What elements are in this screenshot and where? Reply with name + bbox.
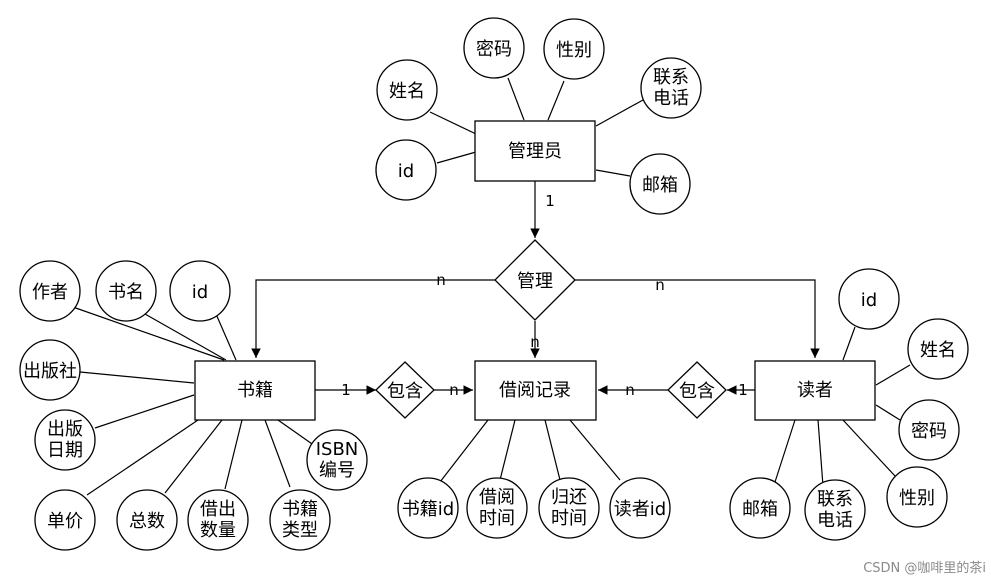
svg-text:时间: 时间 xyxy=(551,508,587,529)
attr-book-borrowed: 借出 数量 xyxy=(187,489,249,551)
svg-text:邮箱: 邮箱 xyxy=(642,175,678,196)
svg-text:数量: 数量 xyxy=(200,520,236,541)
svg-text:读者id: 读者id xyxy=(614,499,666,520)
attr-record-borrowtime: 借阅 时间 xyxy=(466,477,528,539)
card-book-contain: 1 xyxy=(341,381,351,399)
entity-record-label: 借阅记录 xyxy=(499,380,571,401)
relation-contain-left[interactable]: 包含 xyxy=(375,361,435,419)
attr-book-price: 单价 xyxy=(34,489,96,551)
entity-reader[interactable]: 读者 xyxy=(754,360,876,421)
card-manage-reader: n xyxy=(655,276,665,294)
connector-lines xyxy=(69,77,911,496)
attr-record-bookid: 书籍id xyxy=(397,477,459,539)
entity-book-label: 书籍 xyxy=(237,380,273,401)
svg-text:日期: 日期 xyxy=(47,440,83,461)
cardinality-labels: 1 n n n 1 n n 1 xyxy=(341,192,748,399)
attr-book-publisher: 出版社 xyxy=(19,339,81,401)
svg-text:出版社: 出版社 xyxy=(23,361,77,382)
card-manage-book: n xyxy=(436,271,446,289)
attr-reader-id: id xyxy=(838,268,900,330)
svg-text:id: id xyxy=(398,161,414,182)
attr-book-category: 书籍 类型 xyxy=(269,489,331,551)
attr-record-returntime: 归还 时间 xyxy=(538,477,600,539)
svg-text:总数: 总数 xyxy=(129,511,165,532)
relation-manage-label: 管理 xyxy=(517,271,553,292)
svg-text:性别: 性别 xyxy=(899,488,935,509)
card-contain-record-right: n xyxy=(625,381,635,399)
attr-admin-email: 邮箱 xyxy=(629,153,691,215)
attr-admin-contact: 联系 电话 xyxy=(640,57,702,119)
attr-book-isbn: ISBN 编号 xyxy=(306,429,368,491)
card-admin-manage: 1 xyxy=(545,192,555,210)
card-contain-record-left: n xyxy=(449,381,459,399)
svg-text:密码: 密码 xyxy=(911,421,947,442)
svg-text:电话: 电话 xyxy=(653,88,689,109)
svg-text:id: id xyxy=(861,290,877,311)
attr-book-pubdate: 出版 日期 xyxy=(34,409,96,471)
svg-text:书名: 书名 xyxy=(108,282,144,303)
svg-text:出版: 出版 xyxy=(47,419,83,440)
svg-text:id: id xyxy=(192,282,208,303)
attr-admin-name: 姓名 xyxy=(376,59,438,121)
attr-reader-password: 密码 xyxy=(898,399,960,461)
svg-text:密码: 密码 xyxy=(476,39,512,60)
attr-reader-email: 邮箱 xyxy=(729,477,791,539)
attr-reader-contact: 联系 电话 xyxy=(804,479,866,541)
card-manage-record: n xyxy=(530,333,540,351)
attr-admin-password: 密码 xyxy=(463,17,525,79)
svg-text:姓名: 姓名 xyxy=(389,81,425,102)
svg-text:借阅: 借阅 xyxy=(479,487,515,508)
svg-text:归还: 归还 xyxy=(551,487,587,508)
relation-contain-right[interactable]: 包含 xyxy=(667,361,727,419)
svg-text:类型: 类型 xyxy=(282,520,318,541)
svg-text:性别: 性别 xyxy=(556,40,592,61)
svg-text:联系: 联系 xyxy=(653,67,689,88)
svg-text:邮箱: 邮箱 xyxy=(742,499,778,520)
svg-text:作者: 作者 xyxy=(32,282,68,303)
card-reader-contain: 1 xyxy=(738,381,748,399)
svg-text:借出: 借出 xyxy=(200,499,236,520)
attr-reader-name: 姓名 xyxy=(907,318,969,380)
svg-text:时间: 时间 xyxy=(479,508,515,529)
relation-contain-left-label: 包含 xyxy=(387,381,423,402)
svg-text:书籍: 书籍 xyxy=(282,499,318,520)
watermark: CSDN @咖啡里的茶i xyxy=(863,560,986,576)
attr-admin-id: id xyxy=(375,139,437,201)
relation-contain-right-label: 包含 xyxy=(679,381,715,402)
attr-admin-gender: 性别 xyxy=(543,18,605,80)
svg-text:编号: 编号 xyxy=(319,460,355,481)
relation-manage[interactable]: 管理 xyxy=(494,239,576,321)
entity-record[interactable]: 借阅记录 xyxy=(474,360,597,421)
svg-text:电话: 电话 xyxy=(817,510,853,531)
svg-text:ISBN: ISBN xyxy=(316,439,359,460)
svg-text:单价: 单价 xyxy=(47,511,83,532)
attr-book-total: 总数 xyxy=(116,489,178,551)
attr-book-id: id xyxy=(169,260,231,322)
svg-text:书籍id: 书籍id xyxy=(402,499,454,520)
svg-text:姓名: 姓名 xyxy=(920,340,956,361)
attr-book-title: 书名 xyxy=(95,260,157,322)
entity-book[interactable]: 书籍 xyxy=(194,360,316,421)
svg-text:联系: 联系 xyxy=(817,489,853,510)
entity-admin-label: 管理员 xyxy=(508,141,562,162)
attr-book-author: 作者 xyxy=(19,260,81,322)
entity-reader-label: 读者 xyxy=(797,380,833,401)
attr-record-readerid: 读者id xyxy=(609,477,671,539)
entity-admin[interactable]: 管理员 xyxy=(474,120,596,182)
attr-reader-gender: 性别 xyxy=(886,466,948,528)
